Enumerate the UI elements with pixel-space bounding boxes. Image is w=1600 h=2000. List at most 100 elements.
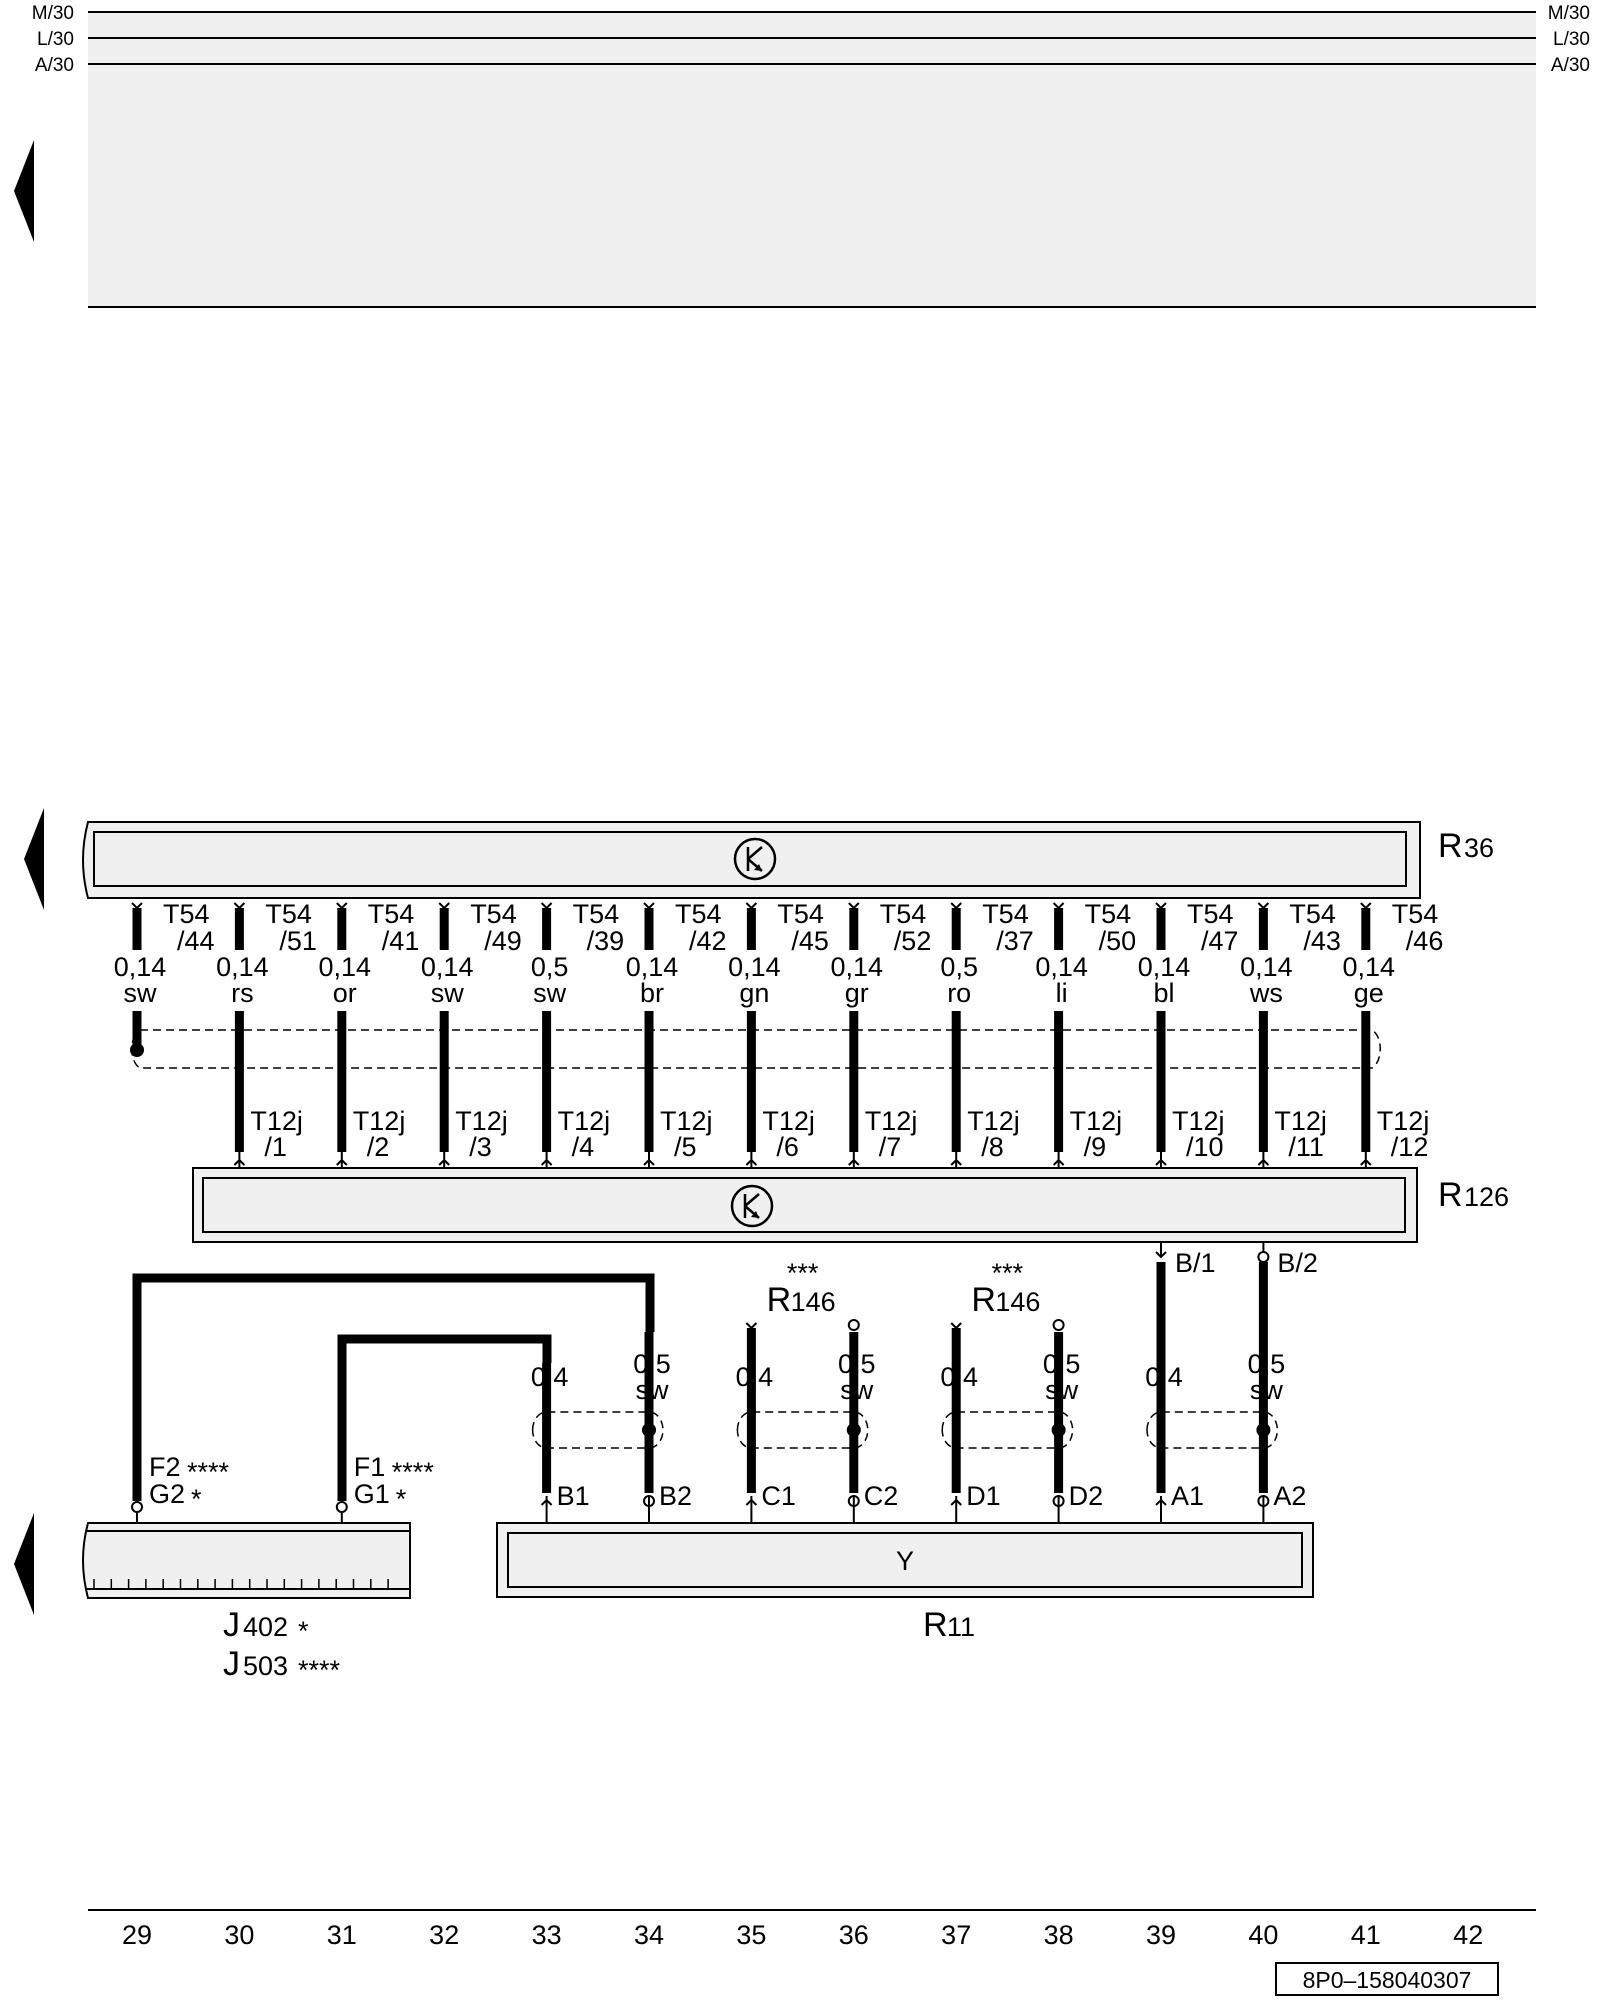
column-number: 41 — [1351, 1920, 1381, 1950]
wire-j402-g2-to-b2[interactable] — [132, 1273, 655, 1501]
t54-pin: /43 — [1303, 926, 1341, 956]
column-number: 32 — [429, 1920, 459, 1950]
t12-pin: /9 — [1084, 1132, 1107, 1162]
j-pin-top: F2 — [149, 1452, 181, 1482]
pin-fork — [950, 1322, 962, 1330]
t54-label: T54 — [1187, 899, 1234, 929]
t12-pin: /12 — [1391, 1132, 1429, 1162]
shield-dot — [846, 1423, 861, 1437]
column-number: 36 — [839, 1920, 869, 1950]
component-j402: J 402 * J 503 **** — [82, 1522, 411, 1685]
wire-gauge: 0,14 — [216, 952, 269, 982]
t12-label: T12j — [353, 1106, 406, 1136]
t54-label: T54 — [368, 899, 415, 929]
pin-circle — [1052, 1319, 1065, 1331]
rail-label-left-l30: L/30 — [37, 29, 74, 50]
pin-fork — [1052, 902, 1065, 910]
rail-label-left-a30: A/30 — [35, 55, 74, 76]
shield-dot — [1256, 1423, 1271, 1437]
pin-fork — [233, 902, 246, 910]
t12-label: T12j — [967, 1106, 1020, 1136]
continuation-arrow-middle[interactable] — [24, 808, 44, 910]
r11-pin-label: B2 — [659, 1481, 692, 1511]
t54-pin: /52 — [894, 926, 932, 956]
pin-fork — [643, 902, 655, 910]
transistor-icon — [730, 1184, 774, 1228]
j-pin-bottom: G1 — [354, 1479, 390, 1509]
t12-label: T12j — [558, 1106, 611, 1136]
wire-gauge: 0,14 — [626, 952, 679, 982]
t12-label: T12j — [1274, 1106, 1327, 1136]
component-r11: Y R 11 — [496, 1522, 1314, 1644]
t54-pin: /47 — [1201, 926, 1239, 956]
t12-label: T12j — [660, 1106, 713, 1136]
column-number: 39 — [1146, 1920, 1176, 1950]
wire-color: sw — [840, 1375, 874, 1405]
pin-circle — [131, 1501, 143, 1513]
r126-pin-b1: B/1 — [1175, 1248, 1216, 1278]
top-rail-area — [88, 12, 1536, 307]
r146-left-stars: *** — [787, 1258, 819, 1288]
column-number: 38 — [1044, 1920, 1074, 1950]
pin-circle — [847, 1319, 860, 1331]
t54-label: T54 — [777, 899, 824, 929]
t54-label: T54 — [573, 899, 620, 929]
continuation-arrow-top[interactable] — [14, 140, 34, 242]
wire-gauge: 0,14 — [319, 952, 372, 982]
wire-color: br — [640, 978, 664, 1008]
t12-label: T12j — [762, 1106, 815, 1136]
wire-gauge: 0,5 — [940, 952, 978, 982]
t54-label: T54 — [265, 899, 312, 929]
t54-pin: /37 — [996, 926, 1034, 956]
r36-letter: R — [1438, 827, 1463, 865]
r11-pin-label: A1 — [1171, 1481, 1204, 1511]
wire-j402-g1-to-b1[interactable] — [337, 1334, 552, 1501]
wire-color: rs — [231, 978, 254, 1008]
pin-fork — [745, 1322, 758, 1330]
column-number: 30 — [224, 1920, 254, 1950]
lower-wire-col-33: 0,4B1 — [531, 1362, 590, 1523]
t12-pin: /1 — [264, 1132, 287, 1162]
pin-circle — [335, 1501, 348, 1513]
wire-gauge: 0,14 — [728, 952, 781, 982]
shield-dot — [642, 1423, 656, 1437]
r11-pin-label: C1 — [761, 1481, 796, 1511]
j-pin-top-mark: **** — [392, 1457, 435, 1487]
t12-label: T12j — [455, 1106, 508, 1136]
wire-color: ro — [947, 978, 971, 1008]
column-number: 35 — [736, 1920, 766, 1950]
j-pin-bottom-mark: * — [191, 1484, 202, 1514]
j402-number: 402 — [243, 1612, 288, 1642]
wire-gauge: 0,4 — [531, 1362, 569, 1392]
reference-number: 8P0–158040307 — [1303, 1967, 1472, 1993]
t12-pin: /11 — [1288, 1132, 1324, 1162]
wire-gauge: 0,14 — [831, 952, 884, 982]
wire-gauge: 0,5 — [531, 952, 569, 982]
t54-label: T54 — [1085, 899, 1132, 929]
wire-color: ge — [1354, 978, 1384, 1008]
t54-pin: /45 — [791, 926, 829, 956]
shield-dot — [130, 1043, 144, 1057]
column-number: 40 — [1248, 1920, 1278, 1950]
t54-pin: /49 — [484, 926, 522, 956]
wire-color: sw — [533, 978, 567, 1008]
t54-label: T54 — [675, 899, 722, 929]
t54-label: T54 — [982, 899, 1029, 929]
wire-gauge: 0,4 — [1145, 1362, 1183, 1392]
r126-letter: R — [1438, 1176, 1463, 1214]
continuation-arrow-bottom[interactable] — [14, 1513, 34, 1615]
t12-pin: /10 — [1186, 1132, 1224, 1162]
wire-color: sw — [636, 1375, 670, 1405]
pin-fork — [745, 902, 758, 910]
t54-pin: /42 — [689, 926, 727, 956]
j402-pin-group: F2****G2*F1****G1* — [131, 1452, 435, 1523]
r11-pin-label: C2 — [864, 1481, 899, 1511]
upper-wire-group: T54/440,14swT54/510,14rsT12j/1T54/410,14… — [114, 899, 1443, 1168]
